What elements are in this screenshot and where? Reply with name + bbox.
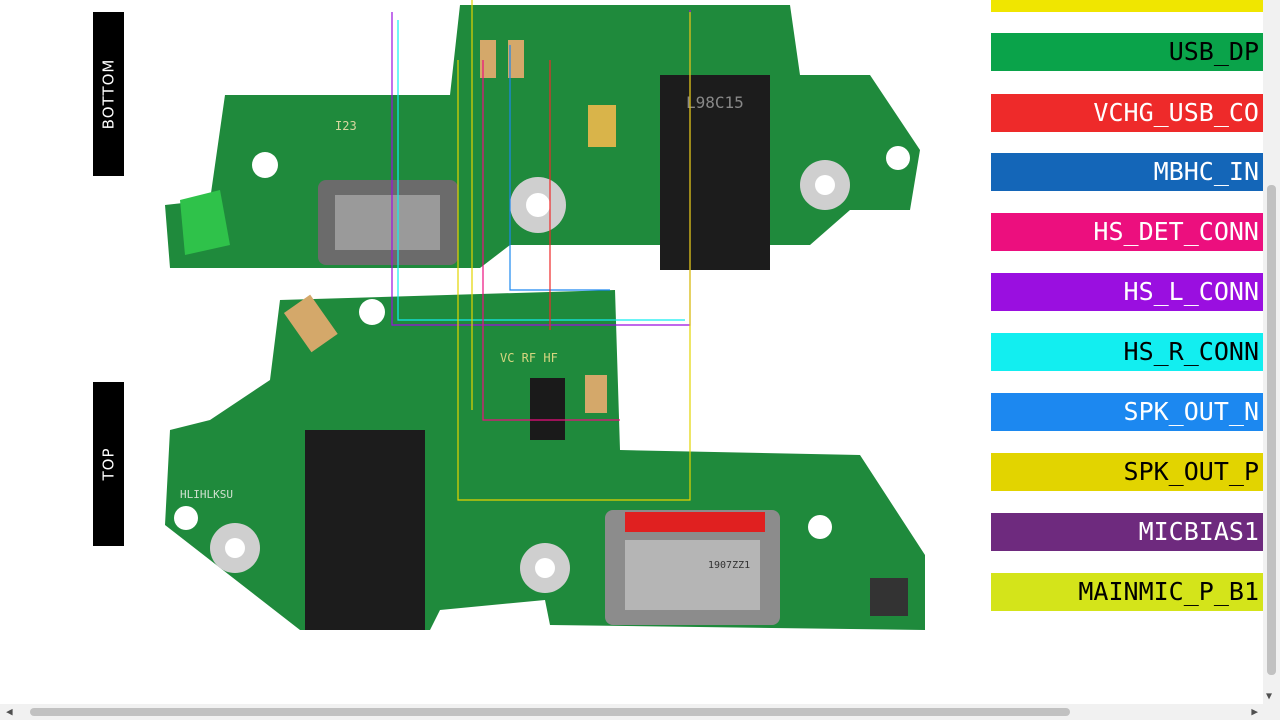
legend-swatch (991, 153, 1263, 191)
bottom-side-label: BOTTOM (93, 12, 124, 176)
top-mic-pad (870, 578, 908, 616)
legend-item-vchg-usb-co: VCHG_USB_CO (991, 94, 1263, 132)
pcb-board-svg: L98C15 I23 1907ZZ1 VC RF HF HLIHLKSU (165, 0, 925, 630)
top-audio-jack (305, 430, 425, 630)
legend-label: SPK_OUT_N (1123, 397, 1259, 426)
legend-item-micbias1: MICBIAS1 (991, 513, 1263, 551)
signal-traces (391, 0, 691, 501)
legend-item-hs-det-conn: HS_DET_CONN (991, 213, 1263, 251)
legend-swatch (991, 333, 1263, 371)
legend-item-spk-out-p: SPK_OUT_P (991, 453, 1263, 491)
bottom-hole-left (252, 152, 278, 178)
legend-swatch (991, 573, 1263, 611)
legend-label: USB_DP (1168, 37, 1259, 66)
top-hole-left (174, 506, 198, 530)
legend-swatch (991, 33, 1263, 71)
scroll-left-arrow-icon[interactable]: ◀ (6, 705, 13, 718)
legend-label: HS_R_CONN (1123, 337, 1259, 366)
bottom-id-silk: I23 (335, 119, 357, 133)
bottom-board-edge (180, 190, 230, 255)
legend-item-hs-r-conn: HS_R_CONN (991, 333, 1263, 371)
legend-item-spk-out-n: SPK_OUT_N (991, 393, 1263, 431)
legend-partial-top (991, 0, 1263, 12)
legend-label: HS_DET_CONN (1093, 217, 1259, 246)
legend-swatch (991, 213, 1263, 251)
rf-silk: VC RF HF (500, 351, 558, 365)
legend-label: MBHC_IN (1153, 157, 1259, 186)
top-side-label-text: TOP (99, 447, 118, 481)
legend-item-hs-l-conn: HS_L_CONN (991, 273, 1263, 311)
usb-marking-silk: 1907ZZ1 (708, 560, 750, 571)
top-hole-upper (359, 299, 385, 325)
horizontal-scroll-thumb[interactable] (30, 708, 1070, 716)
legend-label: VCHG_USB_CO (1093, 98, 1259, 127)
legend-item-usb-dp: USB_DP (991, 33, 1263, 71)
top-id-silk: HLIHLKSU (180, 488, 233, 501)
legend-item-mbhc-in: MBHC_IN (991, 153, 1263, 191)
vertical-scroll-thumb[interactable] (1267, 185, 1276, 675)
bottom-side-label-text: BOTTOM (99, 58, 118, 130)
legend-swatch (991, 453, 1263, 491)
bottom-code-silk: L98C15 (686, 93, 744, 112)
vertical-scrollbar[interactable]: ▼ (1263, 0, 1280, 704)
pcb-board-image: L98C15 I23 1907ZZ1 VC RF HF HLIHLKSU (150, 0, 940, 640)
top-hole-right (808, 515, 832, 539)
legend-swatch (991, 273, 1263, 311)
legend-label: HS_L_CONN (1123, 277, 1259, 306)
top-side-label: TOP (93, 382, 124, 546)
legend-label: MAINMIC_P_B1 (1078, 577, 1259, 606)
legend-label: SPK_OUT_P (1123, 457, 1259, 486)
legend-label: MICBIAS1 (1138, 517, 1259, 546)
bottom-hole-right (886, 146, 910, 170)
legend-swatch (991, 393, 1263, 431)
bottom-audio-jack (660, 75, 770, 270)
legend-swatch (991, 513, 1263, 551)
scroll-down-arrow-icon[interactable]: ▼ (1266, 691, 1273, 702)
top-rf-chip (530, 378, 565, 440)
legend-item-mainmic-p-b1: MAINMIC_P_B1 (991, 573, 1263, 611)
horizontal-scrollbar[interactable]: ◀ ▶ (0, 704, 1280, 720)
legend-partial-bar (991, 0, 1263, 12)
legend-swatch (991, 94, 1263, 132)
scroll-right-arrow-icon[interactable]: ▶ (1251, 705, 1258, 718)
